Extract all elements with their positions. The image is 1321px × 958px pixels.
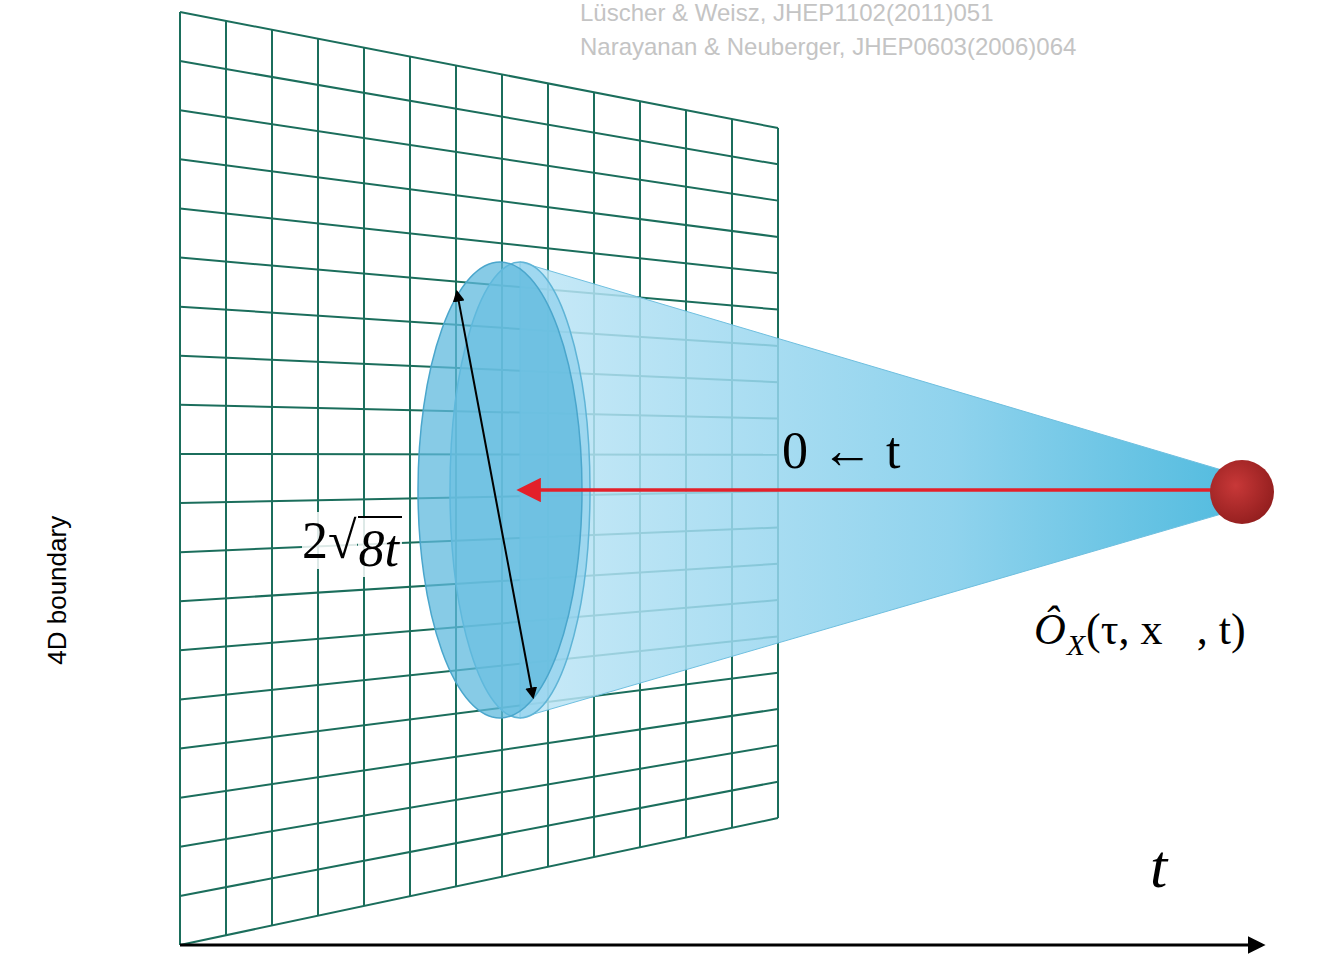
lattice-line	[180, 745, 778, 846]
axis-label: 4D boundary	[43, 516, 72, 665]
lattice-line	[363, 48, 365, 906]
dimension-label: 8t	[358, 516, 402, 577]
lattice-line	[317, 39, 319, 916]
lattice-line	[180, 208, 778, 273]
lattice-line	[180, 61, 778, 164]
lattice-line	[180, 110, 778, 200]
flow-arrow	[536, 488, 1212, 492]
operator-subscript: X	[1067, 628, 1085, 661]
operator-arguments: (τ, x⃗, t)	[1086, 606, 1245, 654]
lattice-line	[180, 12, 778, 128]
axis-label: t	[1150, 832, 1167, 900]
lattice-line	[180, 782, 778, 896]
citation: Lüscher & Weisz, JHEP1102(2011)051	[580, 0, 994, 26]
lattice-line	[180, 818, 778, 945]
lattice-line	[180, 709, 778, 798]
flow-label: 0 ← t	[782, 422, 900, 479]
lattice-line	[225, 21, 227, 935]
citation: Narayanan & Neuberger, JHEP0603(2006)064	[580, 34, 1076, 60]
operator-dot	[1210, 460, 1274, 524]
operator-label: Ô	[1034, 606, 1066, 654]
lattice-line	[180, 159, 778, 237]
diameter-arrow	[457, 292, 533, 697]
lattice-line	[271, 30, 273, 926]
lattice-line	[409, 57, 411, 897]
dimension-label: 2√	[302, 512, 357, 569]
lattice-line	[179, 12, 181, 945]
flow-time-axis	[180, 944, 1262, 947]
